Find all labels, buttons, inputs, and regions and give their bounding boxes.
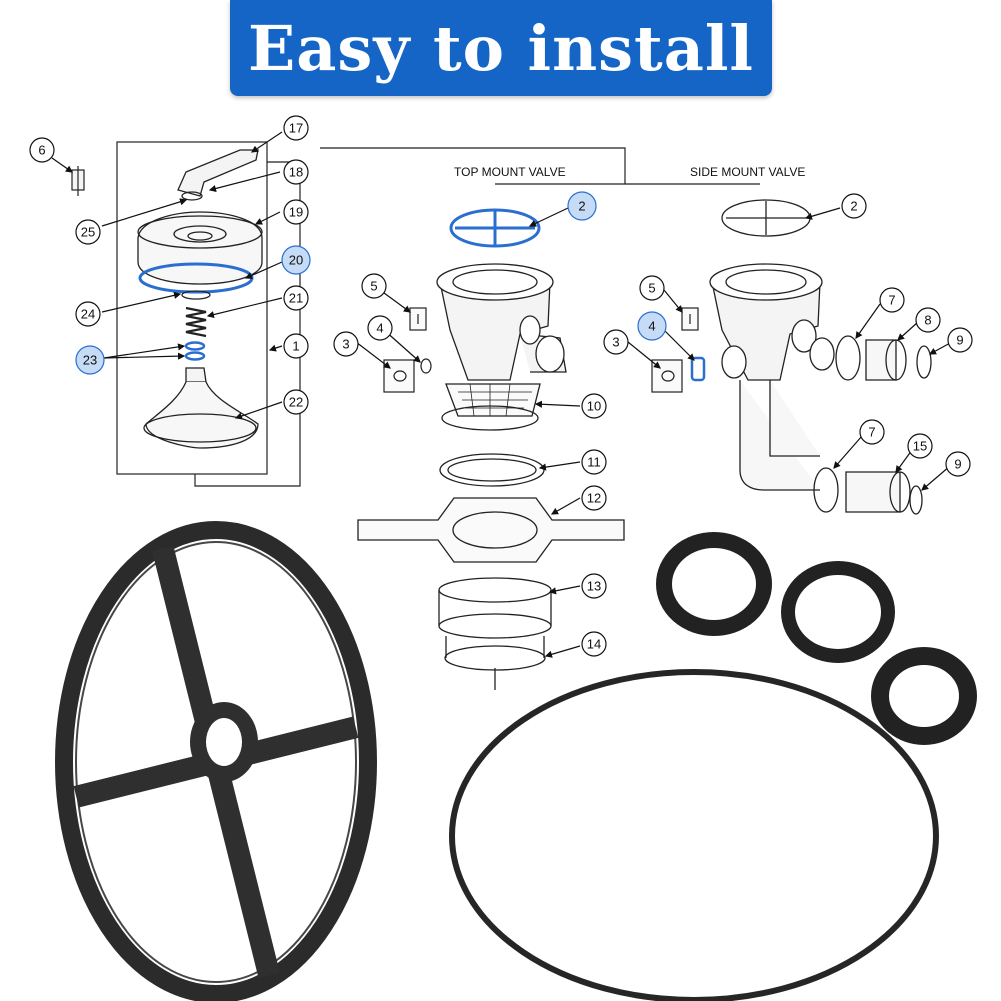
top-mount-heading: TOP MOUNT VALVE xyxy=(454,165,566,179)
top-mount-small-parts xyxy=(383,307,432,393)
o-ring-large xyxy=(449,669,939,1001)
callout-t10 xyxy=(581,393,607,419)
callout-1 xyxy=(283,333,309,359)
callout-6 xyxy=(29,137,55,163)
callout-21 xyxy=(283,285,309,311)
callout-t12 xyxy=(581,485,607,511)
spider-gasket xyxy=(55,521,377,1001)
plug-part-6 xyxy=(71,166,85,196)
banner-title: Easy to install xyxy=(248,11,754,85)
callout-19 xyxy=(283,199,309,225)
side-mount-small-parts xyxy=(651,307,706,393)
svg-text:21: 21 xyxy=(289,291,303,306)
svg-text:8: 8 xyxy=(924,313,931,328)
callouts xyxy=(29,115,973,657)
callout-18 xyxy=(283,159,309,185)
svg-text:5: 5 xyxy=(648,281,655,296)
svg-text:2: 2 xyxy=(850,199,857,214)
svg-text:18: 18 xyxy=(289,165,303,180)
callout-s9b xyxy=(945,451,971,477)
callout-t4 xyxy=(367,315,393,341)
callout-17 xyxy=(283,115,309,141)
svg-text:5: 5 xyxy=(370,279,377,294)
callout-s7b xyxy=(859,419,885,445)
leader-lines xyxy=(51,131,953,658)
callout-24 xyxy=(75,301,101,327)
callout-25 xyxy=(75,219,101,245)
svg-text:9: 9 xyxy=(954,457,961,472)
callout-t13 xyxy=(581,573,607,599)
svg-text:3: 3 xyxy=(342,337,349,352)
o-ring-small-3 xyxy=(871,647,977,745)
svg-text:2: 2 xyxy=(578,199,585,214)
svg-text:17: 17 xyxy=(289,121,303,136)
o-ring-small-2 xyxy=(781,561,895,663)
callout-t5 xyxy=(361,273,387,299)
svg-text:19: 19 xyxy=(289,205,303,220)
callout-s15 xyxy=(907,433,933,459)
callout-numbers: 6 17 18 19 20 21 1 22 25 24 23 2 5 4 3 1… xyxy=(38,121,963,652)
callout-s9a xyxy=(947,327,973,353)
callout-20 xyxy=(281,245,311,275)
svg-text:11: 11 xyxy=(587,455,601,470)
svg-text:22: 22 xyxy=(289,395,303,410)
callout-s2 xyxy=(841,193,867,219)
svg-text:24: 24 xyxy=(81,307,95,322)
side-mount-heading: SIDE MOUNT VALVE xyxy=(690,165,805,179)
svg-text:14: 14 xyxy=(587,637,601,652)
svg-text:15: 15 xyxy=(913,439,927,454)
callout-23 xyxy=(75,345,105,375)
svg-text:6: 6 xyxy=(38,143,45,158)
svg-text:1: 1 xyxy=(292,339,299,354)
svg-text:25: 25 xyxy=(81,225,95,240)
callout-s7a xyxy=(879,287,905,313)
callout-t2 xyxy=(567,191,597,221)
svg-text:20: 20 xyxy=(289,253,303,268)
svg-text:7: 7 xyxy=(868,425,875,440)
svg-text:3: 3 xyxy=(612,335,619,350)
svg-text:10: 10 xyxy=(587,399,601,414)
side-mount-valve xyxy=(709,199,932,515)
top-mount-valve xyxy=(357,208,625,690)
svg-text:12: 12 xyxy=(587,491,601,506)
o-ring-small-1 xyxy=(656,532,772,636)
valve-assembly-left xyxy=(137,149,263,449)
callout-s8 xyxy=(915,307,941,333)
svg-text:13: 13 xyxy=(587,579,601,594)
svg-text:23: 23 xyxy=(83,353,97,368)
svg-text:4: 4 xyxy=(648,319,655,334)
svg-text:4: 4 xyxy=(376,321,383,336)
callout-t11 xyxy=(581,449,607,475)
callout-s5 xyxy=(639,275,665,301)
callout-s3 xyxy=(603,329,629,355)
callout-s4 xyxy=(637,311,667,341)
title-banner: Easy to install xyxy=(230,0,772,96)
svg-text:9: 9 xyxy=(956,333,963,348)
svg-text:7: 7 xyxy=(888,293,895,308)
callout-t3 xyxy=(333,331,359,357)
callout-t14 xyxy=(581,631,607,657)
callout-22 xyxy=(283,389,309,415)
